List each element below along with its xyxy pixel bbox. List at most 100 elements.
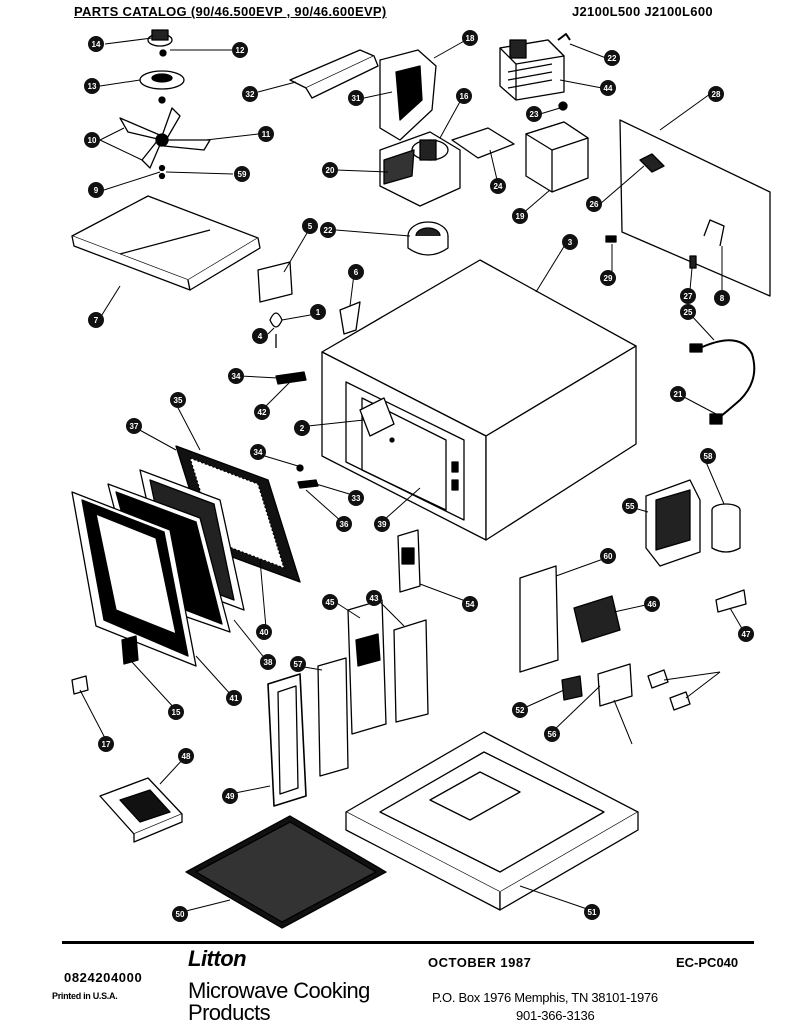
blower-part [379,131,461,256]
callout-56: 56 [544,726,560,742]
callout-number: 13 [88,82,97,91]
callout-number: 8 [720,294,725,303]
callout-11: 11 [258,126,274,142]
callout-number: 54 [466,600,475,609]
callout-17: 17 [98,736,114,752]
callout-number: 14 [92,40,101,49]
callout-45: 45 [322,594,338,610]
callout-number: 60 [604,552,613,561]
callout-13: 13 [84,78,100,94]
callout-number: 48 [182,752,191,761]
callout-number: 58 [704,452,713,461]
callout-number: 1 [316,308,321,317]
callout-10: 10 [84,132,100,148]
callout-number: 21 [674,390,683,399]
callout-44: 44 [600,80,616,96]
callout-number: 41 [230,694,239,703]
callout-number: 11 [262,130,271,139]
callout-5: 5 [302,218,318,234]
callout-38: 38 [260,654,276,670]
door-assembly-part [71,445,301,667]
callout-number: 23 [530,110,539,119]
callout-33: 33 [348,490,364,506]
callout-14: 14 [88,36,104,52]
callout-50: 50 [172,906,188,922]
base-plate-part [345,731,639,911]
callout-37: 37 [126,418,142,434]
callout-number: 28 [712,90,721,99]
callout-34: 34 [228,368,244,384]
catalog-part-number: 0824204000 [64,970,143,985]
callout-35: 35 [170,392,186,408]
callout-number: 6 [354,268,359,277]
callout-number: 50 [176,910,185,919]
callout-25: 25 [680,304,696,320]
callout-number: 17 [102,740,111,749]
callout-27: 27 [680,288,696,304]
fan-motor-part [119,29,211,180]
callout-28: 28 [708,86,724,102]
callout-3: 3 [562,234,578,250]
callout-number: 2 [300,424,305,433]
callout-number: 39 [378,520,387,529]
callout-number: 10 [88,136,97,145]
callout-39: 39 [374,516,390,532]
exploded-parts-diagram: 1412131011959323118162022224423241928262… [71,29,771,929]
callout-21: 21 [670,386,686,402]
callout-number: 49 [226,792,235,801]
callout-7: 7 [88,312,104,328]
callout-22: 22 [320,222,336,238]
grease-filter-part [185,815,387,929]
model-numbers: J2100L500 J2100L600 [572,4,713,19]
callout-number: 12 [236,46,245,55]
callout-number: 32 [246,90,255,99]
callout-47: 47 [738,626,754,642]
callout-43: 43 [366,590,382,606]
callout-number: 29 [604,274,613,283]
callout-20: 20 [322,162,338,178]
callout-number: 9 [94,186,99,195]
callout-26: 26 [586,196,602,212]
callout-9: 9 [88,182,104,198]
callout-16: 16 [456,88,472,104]
callout-number: 33 [352,494,361,503]
outer-case-part [605,119,771,297]
light-box-part [99,777,183,843]
callout-number: 4 [258,332,263,341]
callout-31: 31 [348,90,364,106]
callout-4: 4 [252,328,268,344]
callout-number: 38 [264,658,273,667]
callout-number: 52 [516,706,525,715]
callout-number: 37 [130,422,139,431]
waveguide-plate-part [451,121,589,193]
callout-number: 15 [172,708,181,717]
brand-logo: Litton [188,946,247,971]
callout-60: 60 [600,548,616,564]
callout-12: 12 [232,42,248,58]
catalog-title: PARTS CATALOG (90/46.500EVP , 90/46.600E… [74,4,387,19]
callout-6: 6 [348,264,364,280]
callout-23: 23 [526,106,542,122]
callout-number: 36 [340,520,349,529]
callout-42: 42 [254,404,270,420]
company-phone: 901-366-3136 [516,1008,595,1023]
callout-1: 1 [310,304,326,320]
callout-number: 16 [460,92,469,101]
duct-bracket-part [289,49,437,141]
callout-59: 59 [234,166,250,182]
callout-41: 41 [226,690,242,706]
callout-number: 51 [588,908,597,917]
callout-number: 27 [684,292,693,301]
callout-2: 2 [294,420,310,436]
callout-40: 40 [256,624,272,640]
callout-number: 7 [94,316,99,325]
callout-46: 46 [644,596,660,612]
cavity-plate-part [71,195,261,291]
callout-number: 40 [260,628,269,637]
small-parts-center [257,261,361,489]
callout-number: 59 [238,170,247,179]
callout-18: 18 [462,30,478,46]
callout-number: 22 [608,54,617,63]
callout-number: 45 [326,598,335,607]
